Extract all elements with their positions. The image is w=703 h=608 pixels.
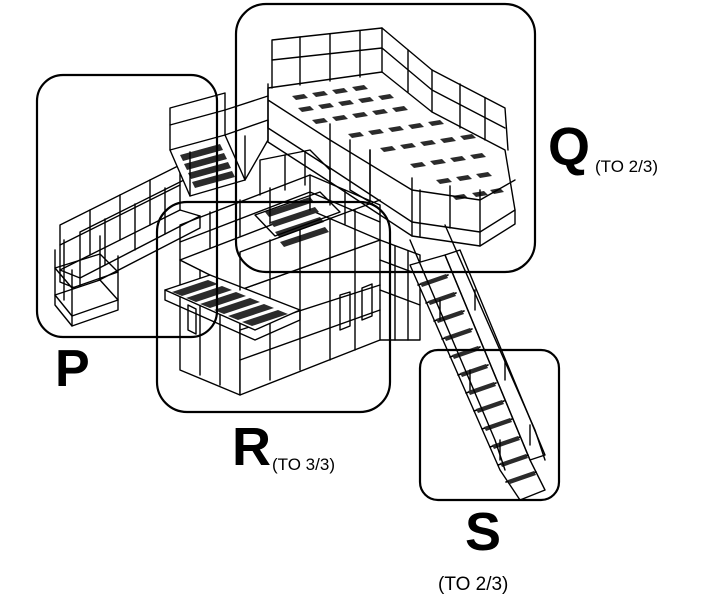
upper-deck — [267, 27, 516, 247]
stairway — [409, 224, 546, 501]
callout-box-s — [418, 348, 561, 502]
callout-letter-r: R — [232, 417, 271, 477]
left-walkway — [54, 92, 269, 327]
callout-letter-p: P — [55, 340, 90, 398]
callout-note-s: (TO 2/3) — [438, 574, 509, 595]
central-block — [164, 149, 421, 396]
callout-box-p — [35, 73, 219, 339]
callout-letter-s: S — [465, 502, 502, 562]
callout-letter-q: Q — [548, 117, 591, 177]
callout-note-q: (TO 2/3) — [595, 157, 658, 176]
callout-box-q — [234, 2, 537, 274]
callout-note-r: (TO 3/3) — [272, 455, 335, 474]
callout-box-r — [155, 200, 392, 414]
